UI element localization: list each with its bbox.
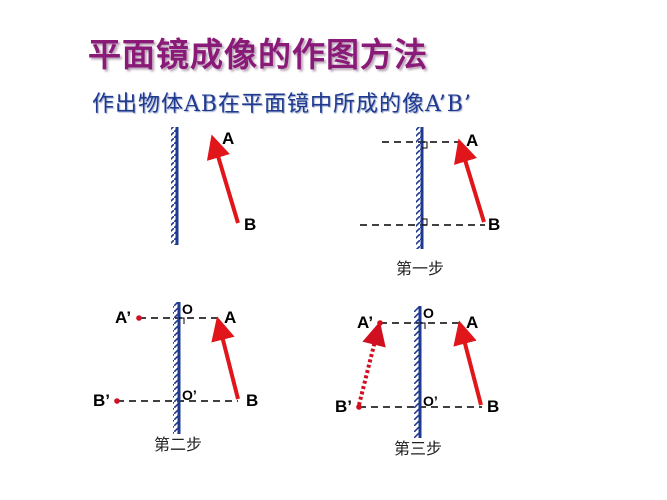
image-point-a xyxy=(136,315,142,321)
step-caption: 第三步 xyxy=(394,439,442,458)
label-a: A xyxy=(224,308,236,327)
label-a-image: A’ xyxy=(115,308,131,327)
label-a: A xyxy=(466,313,478,332)
panel-original: A B xyxy=(171,127,256,245)
label-b-image: B’ xyxy=(335,397,352,416)
right-angle-mark xyxy=(422,218,428,226)
label-b: B xyxy=(246,391,258,410)
label-o-prime: O’ xyxy=(423,393,438,409)
label-a: A xyxy=(466,131,478,150)
label-b: B xyxy=(487,397,499,416)
object-arrow-ab xyxy=(206,134,240,224)
right-angle-mark xyxy=(420,322,426,329)
label-a-image: A’ xyxy=(357,313,373,332)
label-b: B xyxy=(488,215,500,234)
label-o-prime: O’ xyxy=(182,387,197,403)
step-caption: 第一步 xyxy=(396,259,444,278)
step-caption: 第二步 xyxy=(154,435,202,454)
subtitle-instruction: 作出物体AB在平面镜中所成的像A’B’ xyxy=(92,92,472,117)
mirror-hatch xyxy=(173,302,179,434)
right-angle-mark xyxy=(422,141,428,149)
image-arrow-a-b-prime xyxy=(357,321,386,406)
object-arrow-ab xyxy=(454,138,486,223)
object-arrow-ab xyxy=(211,316,240,400)
label-b: B xyxy=(244,215,256,234)
label-o: O xyxy=(182,301,193,317)
label-b-image: B’ xyxy=(93,391,110,410)
panel-step1: A B 第一步 xyxy=(360,127,500,278)
image-point-b xyxy=(114,398,120,404)
right-angle-mark xyxy=(179,317,185,324)
image-point-b xyxy=(356,404,362,410)
panel-step2: A’ A O B’ B O’ 第二步 xyxy=(93,301,258,454)
mirror-hatch xyxy=(414,306,420,438)
mirror-hatch xyxy=(171,127,177,245)
page-title: 平面镜成像的作图方法 xyxy=(88,35,428,74)
mirror-hatch xyxy=(416,127,422,249)
object-arrow-ab xyxy=(453,320,483,406)
label-o: O xyxy=(423,305,434,321)
label-a: A xyxy=(222,129,234,148)
panel-step3: A’ A O B’ B O’ 第三步 xyxy=(335,305,499,458)
image-point-a xyxy=(377,320,383,326)
